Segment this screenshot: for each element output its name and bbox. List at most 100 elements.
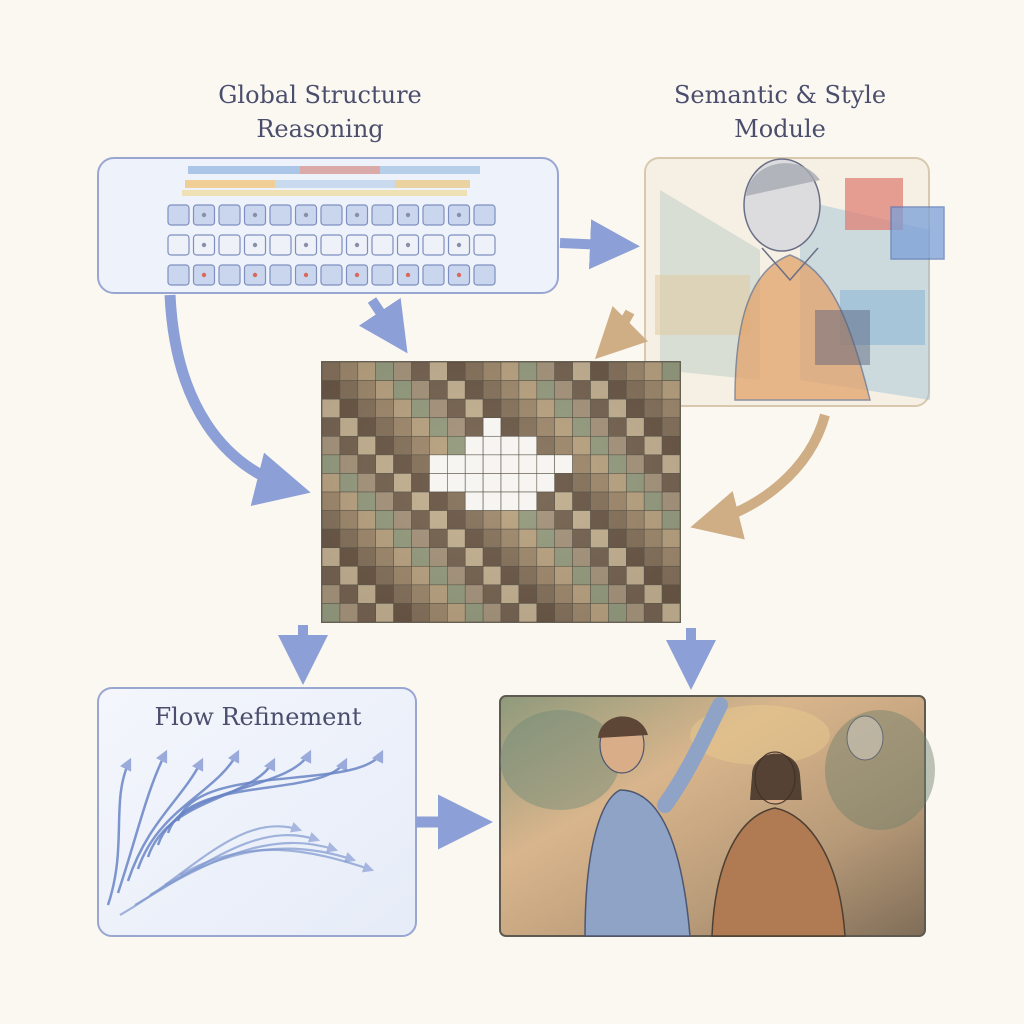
token-dot (201, 212, 207, 218)
mosaic-cell (321, 454, 341, 474)
mosaic-cell (339, 398, 359, 419)
mosaic-cell (393, 510, 412, 530)
mosaic-cell (357, 435, 376, 456)
mosaic-cell (393, 584, 412, 604)
mosaic-cell (339, 603, 359, 623)
mosaic-cell (590, 454, 609, 474)
mosaic-cell (625, 491, 645, 511)
mosaic-cell (411, 547, 430, 567)
mosaic-cell (643, 398, 663, 419)
mosaic-cell (446, 380, 466, 400)
mosaic-cell (661, 454, 681, 474)
masked-cell (482, 454, 502, 474)
masked-cell (446, 454, 466, 474)
token-dot (303, 242, 309, 248)
mosaic-cell (464, 565, 484, 586)
mosaic-cell (590, 603, 609, 623)
token-cell (218, 204, 241, 226)
mosaic-cell (429, 417, 448, 437)
mosaic-cell (339, 491, 359, 511)
mosaic-cell (321, 547, 341, 567)
token-dot (252, 242, 258, 248)
mosaic-cell (446, 547, 466, 567)
mosaic-cell (411, 454, 430, 474)
token-cell (371, 264, 394, 286)
mosaic-cell (661, 603, 681, 623)
token-dot (456, 242, 462, 248)
mosaic-cell (572, 473, 591, 493)
mosaic-cell (572, 603, 591, 623)
mosaic-cell (321, 361, 341, 381)
global-structure-label: Global Structure Reasoning (180, 78, 460, 146)
mosaic-cell (339, 417, 359, 437)
semantic-style-label-line-2: Module (734, 115, 826, 143)
mosaic-cell (321, 473, 341, 493)
token-rows (167, 204, 496, 286)
mosaic-cell (357, 584, 376, 604)
mosaic-cell (393, 603, 412, 623)
mosaic-cell (590, 380, 609, 400)
mosaic-cell (643, 565, 663, 586)
masked-cell (518, 473, 538, 493)
mosaic-cell (536, 565, 555, 586)
mosaic-cell (339, 547, 359, 567)
mosaic-cell (482, 528, 502, 549)
mosaic-cell (411, 473, 430, 493)
mosaic-cell (625, 361, 645, 381)
mosaic-cell (393, 398, 412, 419)
mosaic-cell (339, 473, 359, 493)
mosaic-cell (411, 584, 430, 604)
mosaic-cell (608, 435, 627, 456)
mosaic-cell (500, 361, 520, 381)
mosaic-cell (608, 473, 627, 493)
mosaic-cell (339, 510, 359, 530)
mosaic-cell (464, 398, 484, 419)
token-dot (354, 272, 360, 278)
mosaic-cell (625, 565, 645, 586)
mosaic-cell (411, 510, 430, 530)
mosaic-cell (375, 398, 394, 419)
token-cell (473, 234, 496, 256)
token-dot (405, 242, 411, 248)
mosaic-cell (590, 491, 609, 511)
mosaic-cell (393, 417, 412, 437)
token-dot (405, 272, 411, 278)
mosaic-cell (429, 547, 448, 567)
mosaic-cell (393, 491, 412, 511)
mosaic-cell (339, 454, 359, 474)
mosaic-cell (518, 565, 538, 586)
mosaic-cell (625, 528, 645, 549)
mosaic-cell (339, 584, 359, 604)
mosaic-cell (518, 398, 538, 419)
token-cell (320, 234, 343, 256)
mosaic-cell (464, 547, 484, 567)
token-dot (354, 242, 360, 248)
arrow-down-icon (359, 297, 408, 354)
mosaic-cell (446, 528, 466, 549)
masked-cell (482, 491, 502, 511)
mosaic-cell (536, 361, 555, 381)
mosaic-cell (446, 491, 466, 511)
masked-cell (500, 491, 520, 511)
mosaic-cell (339, 380, 359, 400)
mosaic-cell (464, 603, 484, 623)
semantic-style-label: Semantic & Style Module (645, 78, 915, 146)
mosaic-cell (375, 417, 394, 437)
mosaic-cell (643, 603, 663, 623)
mosaic-cell (357, 361, 376, 381)
flow-stroke (146, 757, 276, 858)
curved-arrow-icon (164, 294, 311, 506)
mosaic-cell (536, 584, 555, 604)
mosaic-cell (661, 473, 681, 493)
mosaic-cell (625, 584, 645, 604)
curved-arrow-icon (690, 413, 830, 540)
mosaic-cell (572, 565, 591, 586)
mosaic-cell (590, 565, 609, 586)
token-cell (422, 264, 445, 286)
token-cell (422, 234, 445, 256)
mosaic-cell (339, 435, 359, 456)
mosaic-cell (608, 361, 627, 381)
mosaic-cell (375, 510, 394, 530)
masked-cell (500, 435, 520, 456)
